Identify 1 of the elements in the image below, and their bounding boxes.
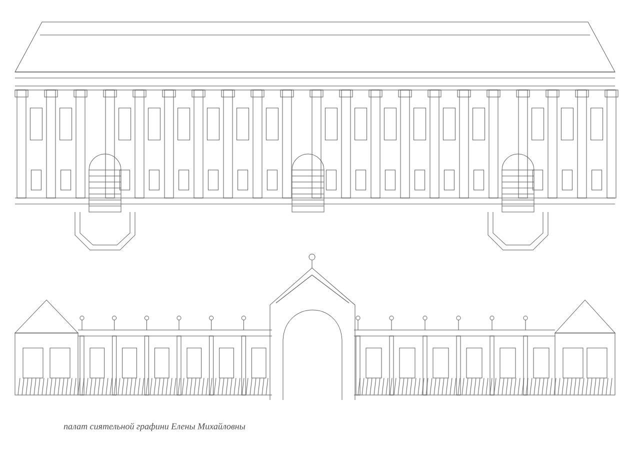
caption: палат сиятельной графини Елены Михайловны: [64, 422, 246, 432]
